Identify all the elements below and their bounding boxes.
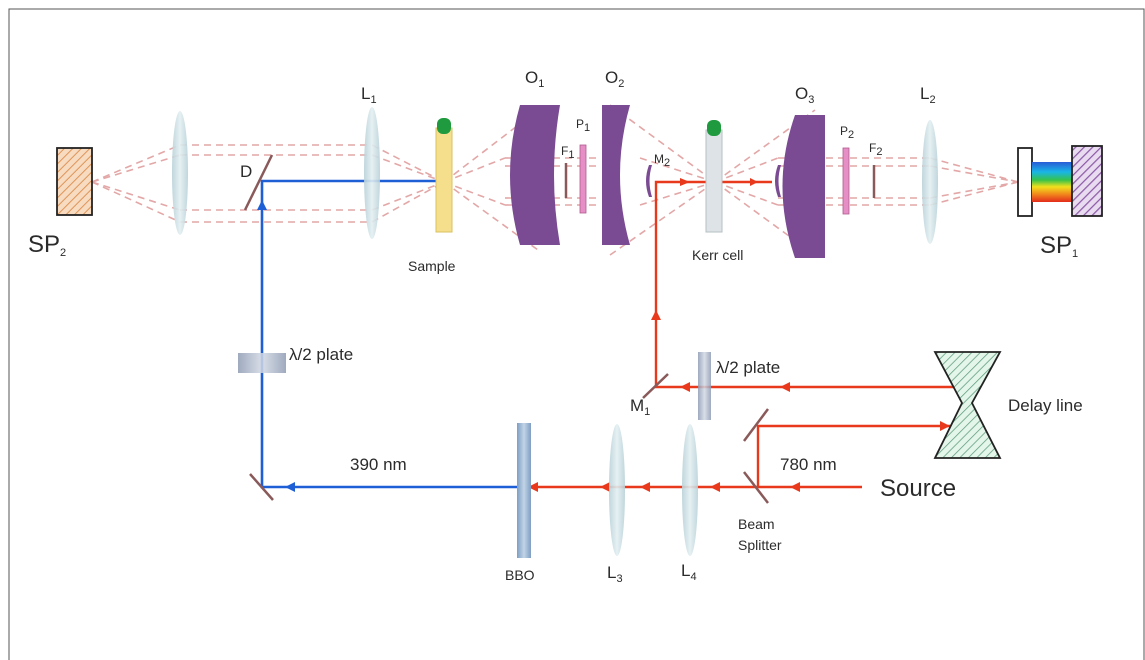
l1-label: L1	[361, 84, 377, 106]
lens-l3	[609, 424, 625, 556]
source-label: Source	[880, 475, 956, 502]
objective-o2	[602, 105, 630, 245]
dichroic-mirror-d	[243, 154, 274, 211]
kerr-cell	[705, 129, 723, 233]
sp1-spectrometer	[1017, 145, 1103, 217]
blue-arrowhead-1	[285, 482, 295, 492]
sample-cap	[437, 118, 451, 134]
sp2-spectrometer	[56, 147, 93, 216]
lens-l2	[922, 120, 938, 244]
beam-splitter-label-2: Splitter	[738, 537, 782, 553]
mirror-bottom-left	[249, 473, 274, 501]
sp2-label: SP2	[28, 231, 66, 259]
m2-label: M2	[654, 152, 670, 169]
lens-before-o3	[775, 165, 781, 197]
sample-label: Sample	[408, 258, 456, 274]
o3-label: O3	[795, 84, 814, 106]
l3-label: L3	[607, 563, 623, 585]
half-wave-plate-right-label: λ/2 plate	[716, 358, 780, 377]
red-beam-780nm	[525, 180, 970, 489]
p1-label: P1	[576, 117, 590, 134]
mirror-m1	[642, 373, 669, 399]
lens-l4	[682, 424, 698, 556]
objective-o3	[782, 115, 825, 258]
f2-label: F2	[869, 141, 882, 158]
steering-mirror	[743, 408, 769, 442]
sp1-label: SP1	[1040, 232, 1078, 260]
delay-line-retroreflector	[933, 351, 1002, 459]
half-wave-plate-left	[238, 353, 286, 373]
p2-label: P2	[840, 124, 854, 141]
red-arrowheads	[528, 178, 950, 492]
blue-beam-390nm	[260, 179, 525, 489]
half-wave-plate-right	[698, 352, 711, 420]
l4-label: L4	[681, 561, 697, 583]
polarizer-p1	[579, 144, 587, 214]
l2-label: L2	[920, 84, 936, 106]
o1-label: O1	[525, 68, 544, 90]
frame-border	[8, 8, 1145, 660]
kerr-cell-cap	[707, 120, 721, 136]
polarizer-p2	[842, 147, 850, 215]
wavelength-390-label: 390 nm	[350, 455, 407, 474]
bbo-label: BBO	[505, 567, 535, 583]
bbo-crystal	[517, 423, 531, 558]
m1-label: M1	[630, 396, 650, 418]
o2-label: O2	[605, 68, 624, 90]
f1-label: F1	[561, 144, 574, 161]
wavelength-780-label: 780 nm	[780, 455, 837, 474]
half-wave-plate-left-label: λ/2 plate	[289, 345, 353, 364]
kerr-cell-label: Kerr cell	[692, 247, 743, 263]
sample-cuvette	[435, 127, 453, 233]
beam-splitter	[743, 471, 769, 504]
collection-lens-left	[172, 111, 188, 235]
d-label: D	[240, 162, 252, 181]
objective-o1	[510, 105, 560, 245]
lens-l1	[364, 107, 380, 239]
delay-line-label: Delay line	[1008, 396, 1083, 415]
mirror-m2	[646, 165, 652, 197]
blue-arrowhead-2	[257, 200, 267, 210]
beam-splitter-label-1: Beam	[738, 516, 775, 532]
